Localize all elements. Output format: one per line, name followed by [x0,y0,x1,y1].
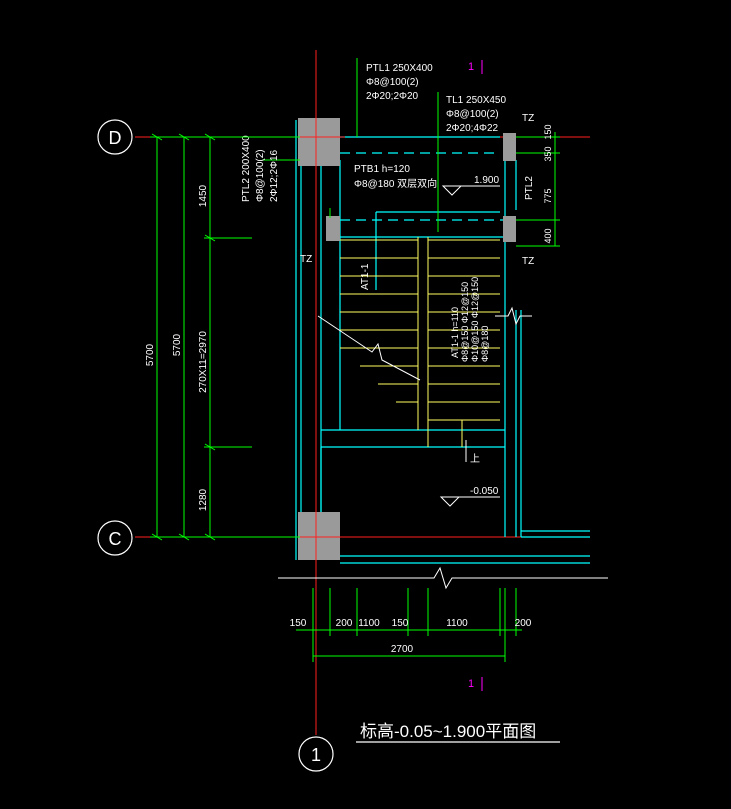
dim-left-middle: 270X11=2970 [198,331,209,393]
tl1-line-3: 2Φ20;4Φ22 [446,123,499,134]
tl1-line-2: Φ8@100(2) [446,109,499,120]
dim-bottom-3: 1100 [358,618,380,629]
elevation-floor: -0.050 [439,486,500,507]
columns [298,118,516,560]
at1-lower-line-4: Φ8@180 [480,326,490,362]
dim-right-1: 150 [543,124,553,139]
callout-ptl1: PTL1 250X400 Φ8@100(2) 2Φ20;2Φ20 [366,63,433,102]
dimensions-bottom [296,588,522,662]
ptl2-left-line-3: 2Φ12;2Φ16 [269,149,280,202]
column-tz-left [326,216,340,241]
at1-upper-label: AT1-1 [360,263,371,290]
tz-mid-right-label: TZ [522,256,534,267]
stair-cut-line [317,315,421,381]
section-mark-top-label: 1 [468,61,474,73]
dimension-texts-left: 5700 5700 1450 270X11=2970 1280 [145,184,209,511]
dim-right-3: 775 [543,188,553,203]
grid-label-c: C [109,529,122,549]
dim-bottom-4: 150 [392,618,409,629]
elevation-landing-label: 1.900 [474,175,499,186]
ptl1-line-1: PTL1 250X400 [366,63,433,74]
tz-left-label: TZ [300,254,312,265]
column-bottom-left [298,512,340,560]
drawing-title: 标高-0.05~1.900平面图 [360,722,536,741]
callout-ptl2-left: PTL2 200X400 Φ8@100(2) 2Φ12;2Φ16 [241,135,280,202]
walls [295,120,590,564]
callout-ptb1: PTB1 h=120 Φ8@180 双层双向 [354,164,437,190]
dimension-texts-bottom: 150 200 1100 150 1100 200 2700 [290,618,532,655]
at1-lower-line-3: Φ10@150 Φ12@150 [470,277,480,362]
dim-left-overall-outer: 5700 [145,343,156,366]
column-tz-mid-right [503,216,516,242]
break-line-right [495,306,532,326]
drawing-title-block: 标高-0.05~1.900平面图 [356,722,560,743]
up-mark-label: 上 [470,453,480,465]
leader-lines [262,58,439,232]
grid-bubble-c: C [97,520,133,556]
dim-bottom-2: 200 [336,618,353,629]
dim-right-2: 350 [543,146,553,161]
ptb1-line-2: Φ8@180 双层双向 [354,177,437,190]
dimension-texts-right: 150 350 775 400 [543,124,553,243]
stair-treads [340,237,500,447]
at1-lower-line-2: Φ8@150 Φ12@150 [460,282,470,362]
dim-bottom-5: 1100 [446,618,468,629]
grid-label-1: 1 [311,745,321,765]
tl1-line-1: TL1 250X450 [446,95,506,106]
dim-bottom-1: 150 [290,618,307,629]
ground-line [278,566,608,590]
callout-at1-lower: AT1-1 h=110 Φ8@150 Φ12@150 Φ10@150 Φ12@1… [450,277,490,362]
dim-bottom-total: 2700 [391,644,414,655]
dim-bottom-6: 200 [515,618,532,629]
dim-left-upper: 1450 [198,184,209,207]
section-mark-top: 1 [468,60,483,74]
ptl1-line-3: 2Φ20;2Φ20 [366,91,419,102]
dimensions-right [516,132,560,247]
at1-lower-line-1: AT1-1 h=110 [450,307,460,358]
column-tz-top-right [503,133,516,161]
section-mark-bottom-label: 1 [468,678,474,690]
ptb1-line-1: PTB1 h=120 [354,164,410,175]
dim-left-lower: 1280 [198,488,209,511]
callout-tl1: TL1 250X450 Φ8@100(2) 2Φ20;4Φ22 [446,95,506,134]
column-top-left [298,118,340,166]
dim-left-overall-inner: 5700 [172,333,183,356]
ptl2-left-line-2: Φ8@100(2) [255,149,266,202]
grid-label-d: D [109,128,122,148]
dimensions-left [150,133,300,541]
elevation-landing: 1.900 [441,175,500,196]
elevation-floor-label: -0.050 [470,486,499,497]
ptl1-line-2: Φ8@100(2) [366,77,419,88]
section-mark-bottom: 1 [468,677,483,691]
grid-bubble-1: 1 [298,736,334,772]
grid-bubble-d: D [97,119,133,155]
dim-right-4: 400 [543,228,553,243]
ptl2-right-label: PTL2 [524,176,535,200]
ptl2-left-line-1: PTL2 200X400 [241,135,252,202]
tz-top-right-label: TZ [522,113,534,124]
